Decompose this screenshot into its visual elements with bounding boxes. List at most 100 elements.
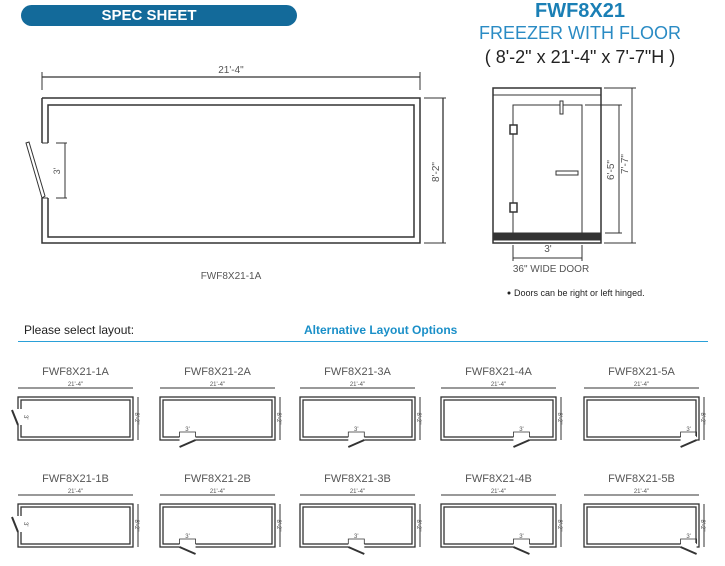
wall-outer xyxy=(159,503,276,548)
layout-name: FWF8X21-5A xyxy=(608,366,675,378)
door-leaf xyxy=(179,439,196,448)
door-dimension xyxy=(513,538,530,544)
main-drawings: 21'-4" 8'-2" 3' FWF8X21-1A 6'-5" 7'-7" 3… xyxy=(25,65,645,298)
layout-depth-label: 8'-2" xyxy=(556,413,562,425)
layout-width-label: 21'-4" xyxy=(491,382,506,388)
door-height-label: 6'-5" xyxy=(606,160,617,180)
door-dimension xyxy=(347,431,365,437)
floor-plan xyxy=(25,72,446,244)
plan-door-label: 3' xyxy=(52,167,62,174)
wall-inner xyxy=(443,399,554,438)
door-dimension xyxy=(680,431,697,437)
total-height-label: 7'-7" xyxy=(620,154,631,174)
door-opening xyxy=(348,436,365,441)
divider xyxy=(18,341,708,342)
door-opening xyxy=(513,543,530,548)
layout-name: FWF8X21-5B xyxy=(608,473,675,485)
layout-depth-label: 8'-2" xyxy=(699,413,705,425)
door-opening xyxy=(179,436,196,441)
layout-options: FWF8X21-1A21'-4"8'-2"3'FWF8X21-2A21'-4"8… xyxy=(11,366,705,555)
door-dimension xyxy=(179,538,196,544)
door-leaf xyxy=(513,546,530,555)
wall-outer xyxy=(440,396,557,441)
door-dimension xyxy=(680,538,697,544)
model-title: FWF8X21 xyxy=(534,0,626,22)
wall-inner xyxy=(162,506,273,545)
product-subtitle: FREEZER WITH FLOOR xyxy=(479,23,681,43)
door-opening xyxy=(680,436,697,441)
door-dimension xyxy=(179,431,196,437)
door-leaf xyxy=(680,439,698,448)
layout-width-label: 21'-4" xyxy=(634,489,649,495)
wall-outer xyxy=(17,503,134,548)
door-width-label: 3' xyxy=(544,244,552,255)
door-leaf xyxy=(680,546,698,555)
wall-inner xyxy=(20,506,131,545)
wall-inner xyxy=(586,506,697,545)
door-dimension xyxy=(347,538,365,544)
door-opening xyxy=(17,516,22,532)
layout-depth-label: 8'-2" xyxy=(699,520,705,532)
select-layout-label: Please select layout: xyxy=(24,323,135,337)
layout-name: FWF8X21-4A xyxy=(465,366,532,378)
wall-outer xyxy=(17,396,134,441)
door xyxy=(512,104,583,234)
door-label: 3' xyxy=(22,415,28,419)
door-label: 3' xyxy=(185,534,189,540)
layout-name: FWF8X21-2A xyxy=(184,366,251,378)
front-elevation xyxy=(492,87,636,261)
door-leaf xyxy=(179,546,196,555)
door-leaf xyxy=(513,439,530,448)
wall-outer xyxy=(583,503,700,548)
layout-option-fwf8x21-4a[interactable]: FWF8X21-4A 21'-4" 8'-2" 3' xyxy=(440,366,562,448)
layout-width-label: 21'-4" xyxy=(350,489,365,495)
door-leaf xyxy=(25,141,46,199)
alternative-layouts-title: Alternative Layout Options xyxy=(304,323,458,337)
layout-depth-label: 8'-2" xyxy=(133,413,139,425)
plan-caption: FWF8X21-1A xyxy=(201,271,262,282)
plan-depth-label: 8'-2" xyxy=(431,162,442,182)
door-label: 3' xyxy=(519,427,523,433)
door-opening xyxy=(179,543,196,548)
layout-name: FWF8X21-1B xyxy=(42,473,109,485)
hinge-icon xyxy=(509,202,518,213)
door-label: 3' xyxy=(519,534,523,540)
layout-width-label: 21'-4" xyxy=(68,489,83,495)
wall-inner xyxy=(162,399,273,438)
wall-outer xyxy=(299,396,416,441)
door-caption: 36" WIDE DOOR xyxy=(513,264,589,275)
door-opening xyxy=(680,543,697,548)
wall-outer xyxy=(299,503,416,548)
layout-option-fwf8x21-4b[interactable]: FWF8X21-4B 21'-4" 8'-2" 3' xyxy=(440,473,562,555)
layout-width-label: 21'-4" xyxy=(491,489,506,495)
door-label: 3' xyxy=(22,522,28,526)
layout-name: FWF8X21-3B xyxy=(324,473,391,485)
layout-name: FWF8X21-4B xyxy=(465,473,532,485)
door-label: 3' xyxy=(185,427,189,433)
layout-width-label: 21'-4" xyxy=(350,382,365,388)
layout-name: FWF8X21-3A xyxy=(324,366,391,378)
door-leaf xyxy=(11,409,19,426)
layout-depth-label: 8'-2" xyxy=(556,520,562,532)
door-label: 3' xyxy=(354,427,358,433)
door-leaf xyxy=(347,439,365,448)
wall-outer xyxy=(440,503,557,548)
wall-inner xyxy=(443,506,554,545)
layout-width-label: 21'-4" xyxy=(68,382,83,388)
wall-outer xyxy=(583,396,700,441)
layout-width-label: 21'-4" xyxy=(210,382,225,388)
layout-width-label: 21'-4" xyxy=(634,382,649,388)
wall-outer xyxy=(159,396,276,441)
layout-depth-label: 8'-2" xyxy=(275,520,281,532)
hinge-note: Doors can be right or left hinged. xyxy=(514,288,645,298)
door-leaf xyxy=(347,546,365,555)
wall-inner xyxy=(20,399,131,438)
